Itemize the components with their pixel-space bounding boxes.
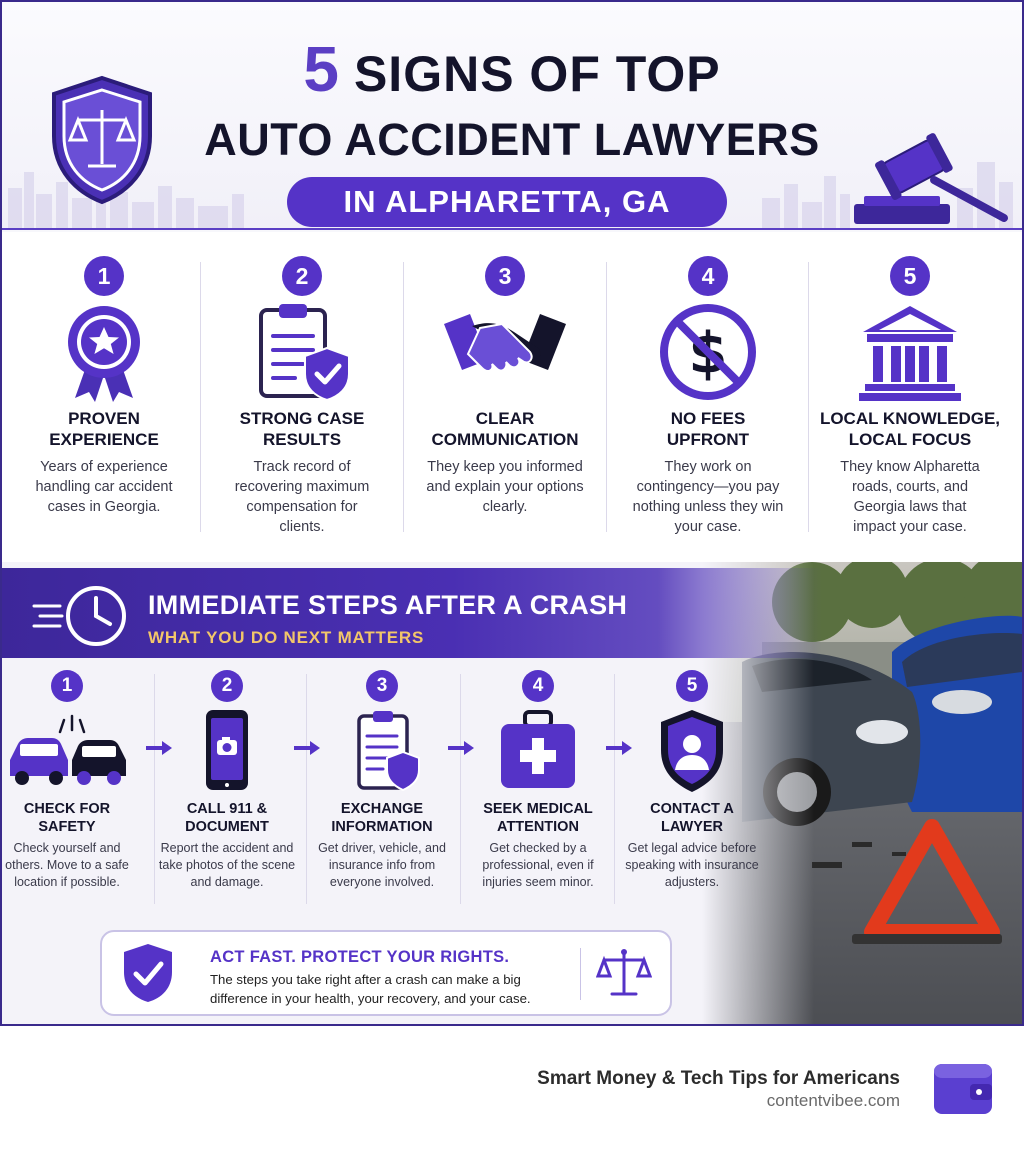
- no-dollar-icon: $: [660, 304, 756, 400]
- divider: [154, 674, 155, 904]
- sign-card-3: 3 CLEAR COMMUNICATION They keep you info…: [403, 232, 607, 562]
- step-title: CHECK FOR SAFETY: [23, 801, 111, 835]
- sign-description: Track record of recovering maximum compe…: [234, 459, 370, 535]
- step-description: Report the accident and take photos of t…: [158, 841, 296, 889]
- divider: [200, 262, 201, 532]
- sign-card-2: 2 STRONG CASE RESULTS Track record of re…: [200, 232, 404, 562]
- footer-tagline: Smart Money & Tech Tips for Americans: [537, 1068, 900, 1089]
- divider: [403, 262, 404, 532]
- step-card-1: 1 CHECK FOR SAFETY Check yourself and ot…: [2, 670, 142, 910]
- steps-title: IMMEDIATE STEPS AFTER A CRASH: [148, 590, 628, 620]
- footer-site-link[interactable]: contentvibee.com: [766, 1091, 900, 1110]
- scales-of-justice-icon: [596, 949, 652, 996]
- title-text-1: SIGNS OF TOP: [353, 46, 721, 102]
- arrow-right-icon: [294, 741, 320, 755]
- signs-section: 1 PROVEN EXPERIENCE Years of experience …: [2, 232, 1022, 562]
- step-description: Get driver, vehicle, and insurance info …: [318, 841, 446, 889]
- sign-title: CLEAR COMMUNICATION: [431, 409, 579, 449]
- divider: [606, 262, 607, 532]
- number-badge: 2: [211, 670, 243, 702]
- number-badge: 3: [366, 670, 398, 702]
- sign-title: NO FEES UPFRONT: [666, 409, 750, 449]
- number-badge: 1: [51, 670, 83, 702]
- step-title: CALL 911 & DOCUMENT: [185, 801, 269, 835]
- steps-section: IMMEDIATE STEPS AFTER A CRASH WHAT YOU D…: [2, 562, 1022, 1024]
- steps-banner: IMMEDIATE STEPS AFTER A CRASH WHAT YOU D…: [2, 568, 822, 658]
- title-number: 5: [303, 33, 340, 105]
- step-card-2: 2 CALL 911 & DOCUMENT Report the acciden…: [152, 670, 302, 910]
- step-title: SEEK MEDICAL ATTENTION: [483, 801, 593, 835]
- sign-title: PROVEN EXPERIENCE: [49, 409, 159, 449]
- number-badge: 5: [676, 670, 708, 702]
- arrow-right-icon: [448, 741, 474, 755]
- divider: [614, 674, 615, 904]
- location-pill: IN ALPHARETTA, GA: [287, 177, 727, 227]
- step-title: EXCHANGE INFORMATION: [331, 801, 433, 835]
- clock-icon: [32, 586, 126, 646]
- callout-text: The steps you take right after a crash c…: [210, 972, 531, 1006]
- divider: [580, 948, 581, 1000]
- title-line-2: AUTO ACCIDENT LAWYERS: [204, 114, 820, 165]
- lawyer-shield-icon: [661, 710, 723, 792]
- justice-shield-icon: [52, 75, 152, 205]
- step-title: CONTACT A LAWYER: [650, 801, 734, 835]
- clipboard-shield-icon: [259, 304, 350, 402]
- medical-kit-icon: [501, 710, 575, 788]
- sign-description: They keep you informed and explain your …: [426, 459, 584, 515]
- number-badge: 2: [282, 256, 322, 296]
- arrow-right-icon: [606, 741, 632, 755]
- step-card-4: 4 SEEK MEDICAL ATTENTION Get checked by …: [463, 670, 613, 910]
- sign-title: STRONG CASE RESULTS: [239, 409, 365, 449]
- step-description: Get legal advice before speaking with in…: [625, 841, 759, 889]
- step-description: Check yourself and others. Move to a saf…: [5, 841, 129, 889]
- wallet-icon: [934, 1064, 992, 1114]
- car-crash-photo: [702, 562, 1022, 1024]
- step-card-3: 3 EXCHANGE INFORMATION Get driver, vehic…: [307, 670, 457, 910]
- check-shield-icon: [124, 944, 172, 1002]
- number-badge: 3: [485, 256, 525, 296]
- steps-subtitle: WHAT YOU DO NEXT MATTERS: [148, 628, 425, 647]
- clipboard-shield-icon: [357, 711, 420, 792]
- sign-title: LOCAL KNOWLEDGE, LOCAL FOCUS: [819, 409, 1001, 449]
- sign-description: They know Alpharetta roads, courts, and …: [840, 459, 980, 535]
- sign-card-1: 1 PROVEN EXPERIENCE Years of experience …: [2, 232, 206, 562]
- sign-description: Years of experience handling car acciden…: [35, 459, 173, 515]
- sign-description: They work on contingency—you pay nothing…: [632, 459, 784, 535]
- courthouse-icon: [859, 306, 961, 401]
- sign-card-4: 4 $ NO FEES UPFRONT They work on conting…: [606, 232, 810, 562]
- divider: [808, 262, 809, 532]
- divider: [460, 674, 461, 904]
- number-badge: 4: [522, 670, 554, 702]
- handshake-icon: [444, 314, 566, 372]
- medal-icon: [68, 306, 140, 402]
- step-card-5: 5 CONTACT A LAWYER Get legal advice befo…: [617, 670, 767, 910]
- callout-box: ACT FAST. PROTECT YOUR RIGHTS. The steps…: [100, 930, 672, 1016]
- number-badge: 1: [84, 256, 124, 296]
- callout-title: ACT FAST. PROTECT YOUR RIGHTS.: [210, 948, 510, 966]
- two-cars-icon: [10, 714, 126, 785]
- step-description: Get checked by a professional, even if i…: [482, 841, 594, 889]
- arrow-right-icon: [146, 741, 172, 755]
- phone-camera-icon: [206, 710, 248, 790]
- sign-card-5: 5 LOCAL KNOWLEDGE, LOCAL FOCUS They know…: [808, 232, 1012, 562]
- gavel-icon: [854, 133, 1008, 224]
- number-badge: 5: [890, 256, 930, 296]
- number-badge: 4: [688, 256, 728, 296]
- divider: [306, 674, 307, 904]
